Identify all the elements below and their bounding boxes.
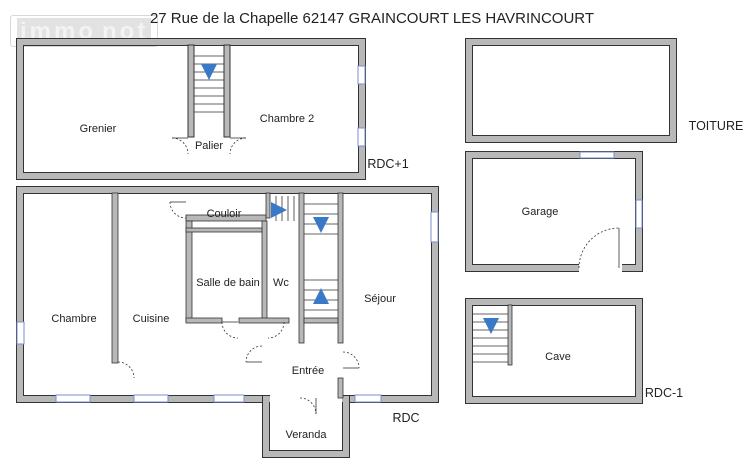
room-sejour: Séjour [364, 293, 396, 305]
room-veranda: Veranda [286, 429, 328, 441]
room-couloir: Couloir [207, 208, 242, 220]
cave-plan: Cave RDC-1 [465, 298, 683, 404]
room-wc: Wc [273, 277, 289, 289]
room-chambre: Chambre [51, 313, 96, 325]
rdc-plan: Couloir Salle de bain Wc Chambre Cuisine… [16, 186, 439, 458]
room-entree: Entrée [292, 365, 324, 377]
room-cave: Cave [545, 351, 571, 363]
stairs-rdc1 [194, 55, 224, 113]
garage-plan: Garage [465, 151, 643, 272]
level-rdc-plus-1: RDC+1 [367, 157, 408, 171]
toiture-plan: TOITURE [465, 38, 744, 143]
level-rdc: RDC [392, 411, 419, 425]
level-toiture: TOITURE [689, 119, 744, 133]
room-garage: Garage [522, 206, 559, 218]
address-title: 27 Rue de la Chapelle 62147 GRAINCOURT L… [150, 10, 594, 27]
level-rdc-minus-1: RDC-1 [645, 386, 683, 400]
stairs-rdc [275, 196, 338, 311]
room-grenier: Grenier [80, 123, 117, 135]
room-cuisine: Cuisine [133, 313, 170, 325]
rdc-plus-1-plan: Grenier Palier Chambre 2 RDC+1 [16, 38, 409, 180]
room-chambre-2: Chambre 2 [260, 113, 314, 125]
room-salle-de-bain: Salle de bain [196, 277, 260, 289]
room-palier: Palier [195, 140, 223, 152]
